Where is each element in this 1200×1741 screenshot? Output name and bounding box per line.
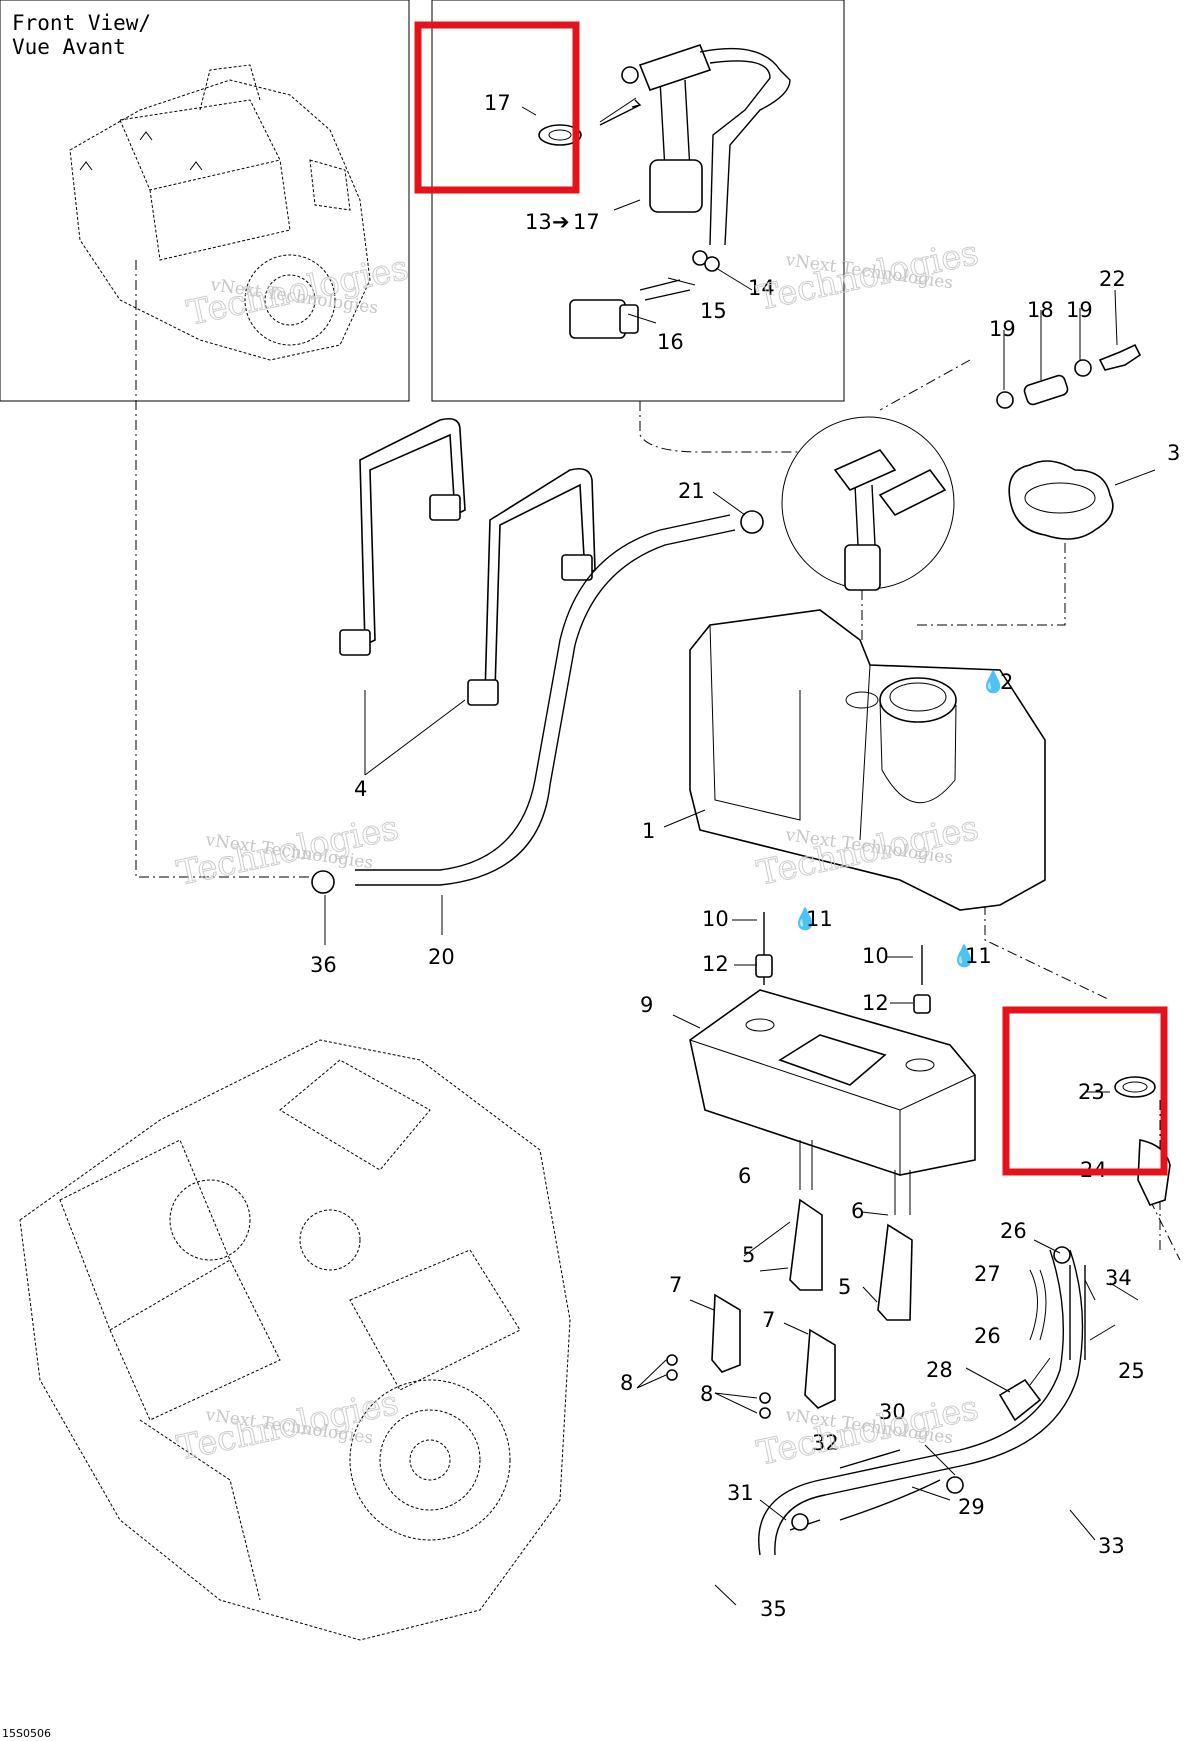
fuel-pump-assembly (538, 44, 791, 339)
callout-16: 16 (657, 330, 684, 354)
callout-4: 4 (354, 777, 367, 801)
callout-30: 30 (879, 1400, 906, 1424)
highlight-boxes (414, 21, 1168, 1176)
callout-14: 14 (748, 276, 775, 300)
watermark-big-6: Technologies (754, 1388, 982, 1474)
highlight-box-17 (414, 21, 580, 194)
callout-13-17: 17 (573, 210, 600, 234)
callout-20: 20 (428, 945, 455, 969)
bolts-spacers (755, 912, 931, 1014)
callout-3: 3 (1167, 441, 1180, 465)
fuel-cap-3 (1008, 460, 1114, 540)
watermark-big-2: Technologies (754, 233, 982, 319)
pin-terminals-15 (639, 279, 691, 301)
engine-sketch (19, 1039, 571, 1641)
callout-21: 21 (678, 479, 705, 503)
callout-9: 9 (640, 993, 653, 1017)
callout-11b: 11 (965, 944, 992, 968)
front-view-frame: Front View/ Vue Avant (0, 0, 410, 402)
callout-12a: 12 (702, 952, 729, 976)
watermarks: vNext Technologies Technologies vNext Te… (173, 232, 982, 1474)
callout-23: 23 (1078, 1080, 1105, 1104)
fuel-hose-20 (311, 510, 764, 894)
callout-36: 36 (310, 953, 337, 977)
callout-26b: 26 (974, 1324, 1001, 1348)
callout-26a: 26 (1000, 1219, 1027, 1243)
callout-1: 1 (642, 819, 655, 843)
arrow-glyph: ➔ (552, 210, 570, 234)
callout-18: 18 (1027, 298, 1054, 322)
callout-33: 33 (1098, 1534, 1125, 1558)
callout-15: 15 (700, 299, 727, 323)
callout-25: 25 (1118, 1359, 1145, 1383)
callout-11a: 11 (806, 907, 833, 931)
drop-glyph-11a: 💧 (792, 906, 818, 931)
callout-6b: 6 (851, 1199, 864, 1223)
callout-numbers: 17 13 ➔ 17 14 15 16 22 19 18 19 3 21 💧 2… (310, 91, 1180, 1621)
callout-17: 17 (484, 91, 511, 115)
watermark-big-1: Technologies (184, 248, 412, 334)
callout-27: 27 (974, 1262, 1001, 1286)
callout-2: 2 (1000, 670, 1013, 694)
highlight-box-23 (1002, 1006, 1168, 1176)
callout-35: 35 (760, 1597, 787, 1621)
callout-34: 34 (1105, 1266, 1132, 1290)
callout-10a: 10 (702, 907, 729, 931)
seal-plugs-14 (692, 250, 720, 272)
callout-29: 29 (958, 1495, 985, 1519)
front-view-engine-sketch (69, 64, 371, 361)
callout-7a: 7 (669, 1273, 682, 1297)
fuel-tank-1 (689, 609, 1046, 911)
watermark-big-5: Technologies (174, 1383, 402, 1469)
callout-12b: 12 (862, 991, 889, 1015)
callout-6a: 6 (738, 1164, 751, 1188)
callout-13: 13 (525, 210, 552, 234)
leader-lines (324, 97, 1156, 1606)
callout-22: 22 (1099, 267, 1126, 291)
front-view-label: Front View/ (12, 11, 151, 35)
drawing-code: 15S0506 (2, 1727, 51, 1740)
callout-32: 32 (812, 1431, 839, 1455)
callout-5b: 5 (838, 1275, 851, 1299)
tank-tray-9 (689, 989, 976, 1176)
tank-straps-4 (339, 417, 596, 706)
callout-10b: 10 (862, 944, 889, 968)
callout-28: 28 (926, 1358, 953, 1382)
callout-8a: 8 (620, 1371, 633, 1395)
pump-detail-circle (781, 416, 955, 591)
drop-glyph-11b: 💧 (951, 943, 977, 968)
vue-avant-label: Vue Avant (12, 35, 126, 59)
callout-7b: 7 (762, 1308, 775, 1332)
callout-19a: 19 (989, 317, 1016, 341)
fuel-pump-detail-frame (431, 0, 845, 402)
fuel-line-fittings (996, 343, 1142, 409)
mounting-brackets (666, 1140, 913, 1419)
drop-glyph-2: 💧 (980, 669, 1006, 694)
callout-31: 31 (727, 1481, 754, 1505)
connector-16 (569, 299, 639, 339)
watermark-big-3: Technologies (174, 808, 402, 894)
callout-5a: 5 (742, 1243, 755, 1267)
callout-19b: 19 (1066, 298, 1093, 322)
callout-8b: 8 (700, 1382, 713, 1406)
